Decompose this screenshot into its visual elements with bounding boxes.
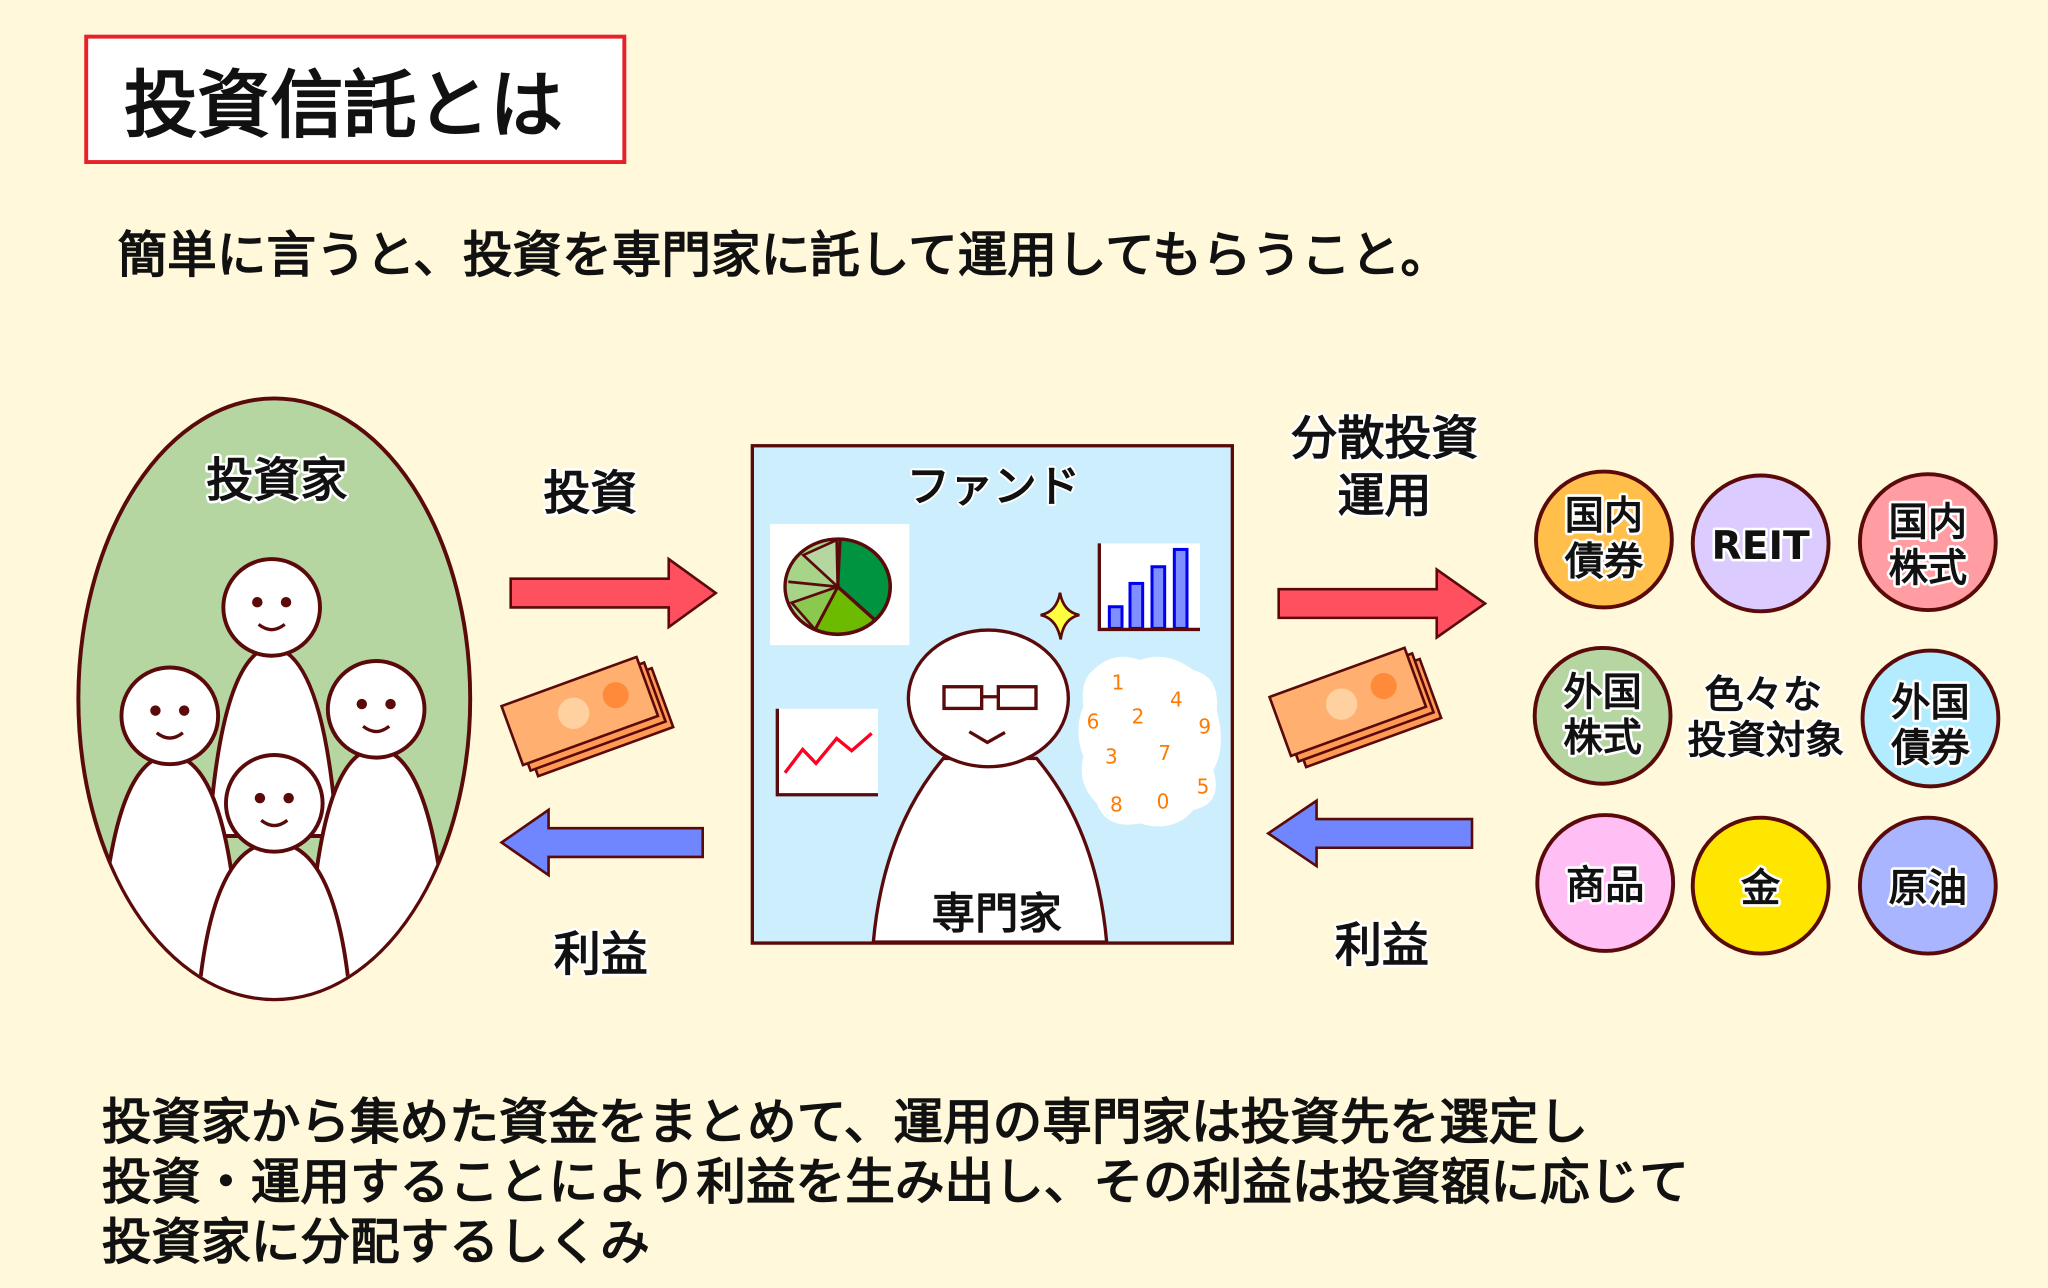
sparkle-icon (1040, 592, 1080, 640)
target-commodities (1535, 813, 1676, 953)
bar-chart-icon (1097, 543, 1201, 632)
expert-figure: 専門家 (871, 628, 1109, 944)
invest-arrow-label: 投資 (543, 466, 637, 521)
target-label: 債券 (1564, 540, 1644, 585)
number: 9 (1198, 714, 1211, 738)
target-label: 株式 (1563, 716, 1641, 761)
subtitle: 簡単に言うと、投資を専門家に託して運用してもらうこと。 (118, 226, 1450, 284)
target-label: 外国 (1891, 681, 1969, 726)
diversify-arrow-icon (1277, 567, 1488, 640)
money-icon (499, 655, 675, 778)
pie-chart-icon (770, 524, 910, 646)
target-label: 原油 (1889, 866, 1967, 911)
number: 6 (1087, 709, 1100, 733)
description-line: 投資・運用することにより利益を生み出し、その利益は投資額に応じて (102, 1153, 1689, 1211)
fund-box: ファンド 1 4 6 2 (750, 444, 1235, 945)
person-head (221, 557, 322, 658)
target-label: 外国 (1563, 670, 1641, 715)
description-line: 投資家から集めた資金をまとめて、運用の専門家は投資先を選定し (102, 1093, 1588, 1151)
profit-arrow-left-icon (499, 807, 704, 878)
title-box: 投資信託とは (84, 34, 627, 164)
target-domestic-bonds (1534, 469, 1674, 610)
description: 投資家から集めた資金をまとめて、運用の専門家は投資先を選定し 投資・運用すること… (102, 1093, 1689, 1271)
target-crude-oil (1857, 815, 1998, 956)
investor-label: 投資家 (206, 453, 347, 508)
target-gold (1690, 815, 1831, 956)
glasses-icon (942, 685, 1038, 711)
number: 8 (1110, 793, 1123, 817)
investment-targets (1532, 469, 2001, 956)
line-chart-icon (775, 708, 879, 797)
money-icon (1267, 646, 1443, 769)
profit-arrow-right-label: 利益 (1335, 918, 1429, 973)
number: 2 (1132, 704, 1145, 728)
number: 0 (1157, 789, 1170, 813)
target-reit (1690, 473, 1831, 614)
invest-arrow-icon (509, 556, 718, 630)
operate-label: 運用 (1337, 469, 1431, 524)
number: 5 (1197, 774, 1210, 798)
target-foreign-stocks (1532, 645, 1673, 786)
profit-arrow-left-label: 利益 (554, 928, 648, 983)
person-head (325, 659, 427, 760)
target-domestic-stocks (1857, 472, 1998, 612)
target-label: 金 (1740, 866, 1781, 911)
person-head (119, 665, 221, 767)
target-label: 債券 (1890, 727, 1970, 772)
targets-center-label: 色々な (1704, 673, 1822, 718)
faces (150, 596, 396, 804)
number: 4 (1170, 688, 1183, 712)
page-title: 投資信託とは (124, 64, 563, 149)
target-label: 株式 (1889, 546, 1967, 591)
target-label: 商品 (1566, 864, 1644, 909)
fund-title: ファンド (907, 463, 1080, 513)
target-label: REIT (1712, 524, 1810, 569)
number: 7 (1158, 741, 1171, 765)
target-label: 国内 (1889, 501, 1967, 546)
number: 1 (1112, 670, 1125, 694)
target-label: 国内 (1565, 494, 1643, 539)
number: 3 (1105, 744, 1118, 768)
diversify-label: 分散投資 (1290, 412, 1478, 467)
profit-arrow-right-icon (1265, 798, 1474, 869)
description-line: 投資家に分配するしくみ (102, 1213, 650, 1271)
expert-label: 専門家 (932, 889, 1063, 939)
target-foreign-bonds (1860, 648, 2001, 789)
investors-group: 投資家 (76, 396, 473, 1002)
person-head (224, 753, 325, 854)
thought-cloud: 1 4 6 2 9 3 7 5 8 0 (1078, 656, 1221, 827)
targets-center-label: 投資対象 (1688, 719, 1845, 764)
